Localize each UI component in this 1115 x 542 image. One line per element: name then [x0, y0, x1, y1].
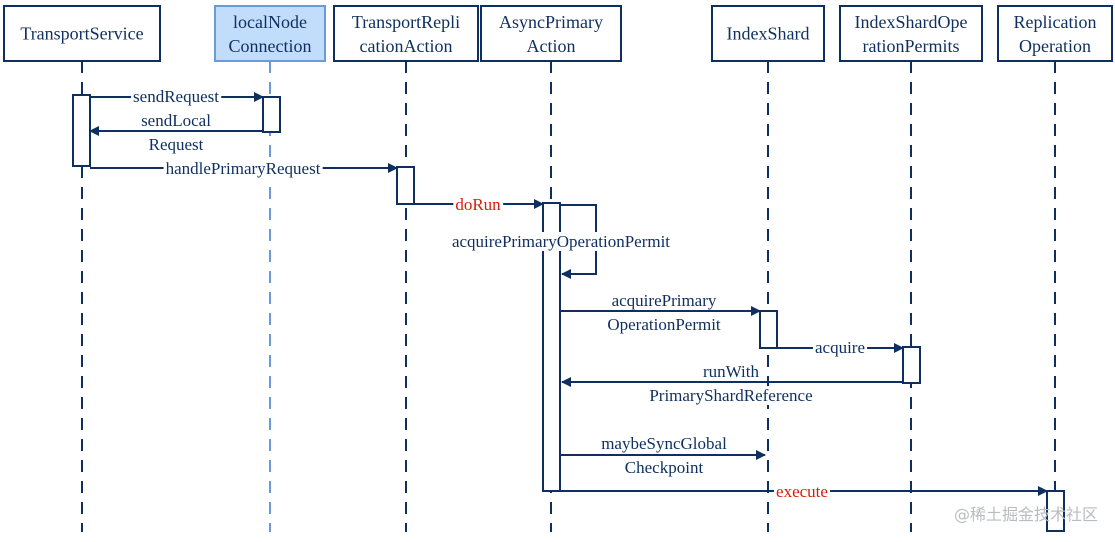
label-background: [163, 159, 323, 178]
participant-box: [711, 5, 825, 62]
participant-label: TransportRepli: [352, 12, 460, 32]
participant-index-shard: IndexShard: [711, 5, 825, 62]
participant-label: TransportService: [20, 24, 143, 44]
participant-label: IndexShardOpe: [855, 12, 968, 32]
message-label-run-with-primary-shard-reference: runWith: [703, 362, 759, 381]
label-background: [774, 482, 830, 501]
participant-transport-replication-action: TransportRepli cationAction: [333, 5, 479, 62]
participant-box: [480, 5, 622, 62]
participant-label: rationPermits: [863, 36, 960, 56]
label-background: [701, 362, 762, 381]
message-label-run-with-primary-shard-reference: PrimaryShardReference: [649, 386, 812, 405]
label-background: [622, 458, 706, 477]
participant-label: AsyncPrimary: [499, 12, 603, 32]
participant-label: cationAction: [360, 36, 453, 56]
activation-index-shard-operation-permits: [902, 346, 921, 384]
activation-bars: [72, 94, 1065, 532]
message-label-maybe-sync-global-checkpoint: maybeSyncGlobal: [601, 434, 727, 453]
activation-local-node-connection: [262, 96, 281, 133]
label-background: [812, 338, 868, 357]
message-label-send-local-request: Request: [149, 135, 204, 154]
label-background: [139, 111, 214, 130]
message-label-acquire-primary-operation-permit: OperationPermit: [607, 315, 721, 334]
message-label-send-request: sendRequest: [133, 87, 219, 106]
label-background: [599, 434, 730, 453]
participant-box: [214, 5, 326, 62]
participant-label: Connection: [229, 36, 312, 56]
participant-box: [997, 5, 1113, 62]
participant-label: Replication: [1014, 12, 1097, 32]
label-background: [605, 315, 723, 334]
activation-transport-replication-action: [396, 166, 415, 205]
message-label-do-run: doRun: [455, 195, 501, 214]
message-label-execute: execute: [776, 482, 828, 501]
label-background: [131, 87, 222, 106]
message-label-maybe-sync-global-checkpoint: Checkpoint: [625, 458, 704, 477]
participant-boxes: TransportServicelocalNodeConnectionTrans…: [3, 5, 1113, 62]
label-background: [453, 195, 504, 214]
message-arrows: [89, 92, 1048, 496]
activation-async-primary-action: [542, 202, 561, 492]
message-label-acquire-primary-operation-permit: acquirePrimary: [612, 291, 717, 310]
participant-label: Action: [527, 36, 576, 56]
label-background: [146, 135, 206, 154]
participant-box: [333, 5, 479, 62]
label-background: [609, 291, 719, 310]
message-label-acquire: acquire: [815, 338, 865, 357]
label-background: [449, 232, 673, 251]
activation-replication-operation: [1046, 490, 1065, 532]
message-label-send-local-request: sendLocal: [141, 111, 211, 130]
message-label-handle-primary-request: handlePrimaryRequest: [166, 159, 321, 178]
participant-label: Operation: [1019, 36, 1091, 56]
participant-transport-service: TransportService: [3, 5, 161, 62]
activation-transport-service: [72, 94, 91, 167]
participant-box: [3, 5, 161, 62]
participant-index-shard-operation-permits: IndexShardOpe rationPermits: [839, 5, 983, 62]
watermark: @稀土掘金技术社区: [954, 505, 1098, 524]
participant-box: [839, 5, 983, 62]
message-label-acquire-primary-operation-permit-self: acquirePrimaryOperationPermit: [452, 232, 670, 251]
label-background: [647, 386, 815, 405]
participant-label: localNode: [233, 12, 307, 32]
participant-label: IndexShard: [727, 24, 810, 44]
activation-index-shard: [759, 310, 778, 349]
